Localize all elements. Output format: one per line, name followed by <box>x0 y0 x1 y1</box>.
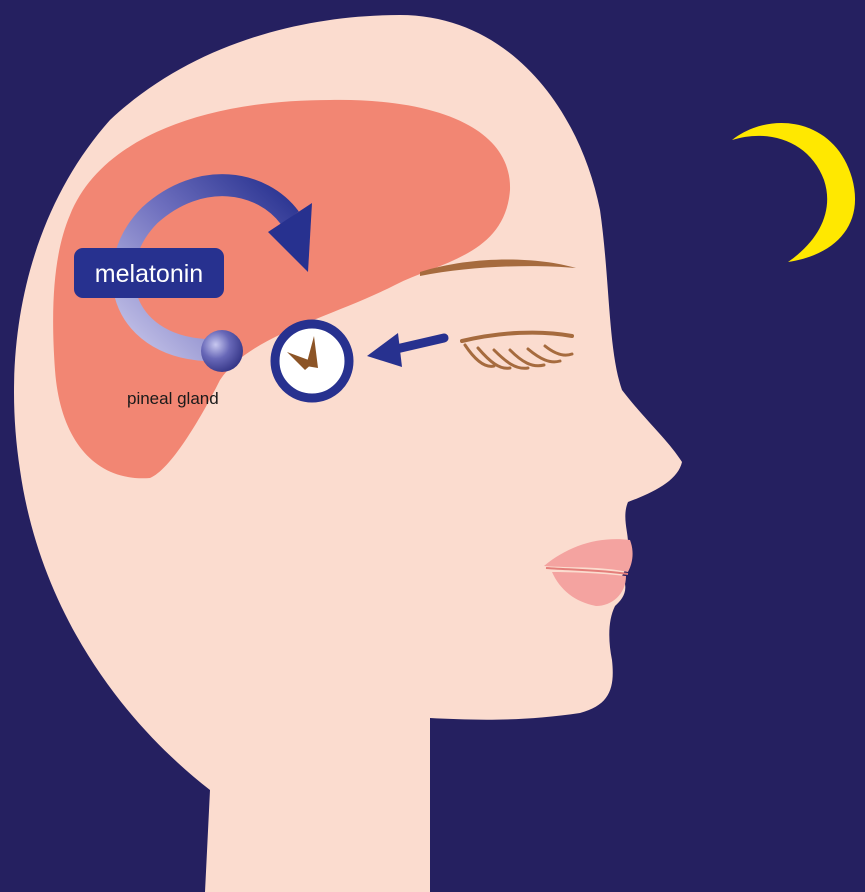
melatonin-label: melatonin <box>74 248 224 298</box>
pineal-gland <box>201 330 243 372</box>
melatonin-label-text: melatonin <box>95 260 203 288</box>
clock-icon <box>275 324 349 398</box>
pineal-gland-label: pineal gland <box>127 389 219 408</box>
